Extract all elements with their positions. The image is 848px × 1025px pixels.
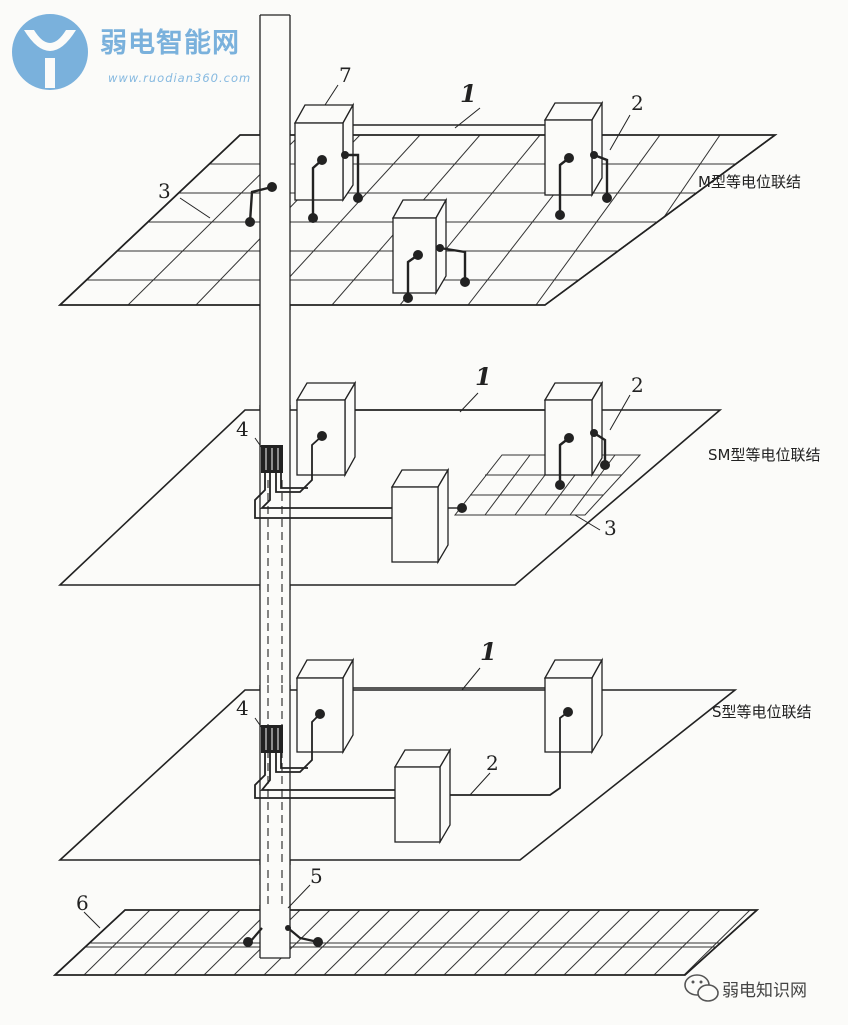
logo-url: www.ruodian360.com [108, 71, 251, 85]
cabinet [543, 657, 604, 755]
floor-m-title: M型等电位联结 [698, 173, 801, 191]
callout-2: 2 [631, 91, 644, 115]
site-logo: 弱电智能网 www.ruodian360.com [12, 14, 251, 90]
callout-1: 1 [475, 362, 492, 391]
cabinet [295, 380, 357, 478]
callout-2: 2 [631, 373, 644, 397]
cabinet [393, 747, 452, 845]
callout-1: 1 [460, 79, 477, 108]
callouts-ground [83, 884, 311, 929]
floor-s-title: S型等电位联结 [712, 703, 812, 721]
callout-6: 6 [76, 891, 89, 915]
callouts-s [254, 667, 491, 796]
callouts-m [179, 84, 631, 219]
callout-3: 3 [604, 516, 617, 540]
grounding-grid [52, 909, 760, 976]
cabinet [390, 467, 450, 565]
signal-line-sm [355, 409, 545, 509]
bonding-terminal-box [261, 445, 283, 473]
floor-sm-plane [57, 409, 723, 586]
callout-2: 2 [486, 751, 499, 775]
bonding-terminals-sm [317, 429, 610, 513]
callouts-sm [254, 392, 631, 531]
floor-sm-title: SM型等电位联结 [708, 446, 820, 464]
callout-1: 1 [480, 637, 497, 666]
ground-terminals [243, 925, 323, 947]
bonding-terminals-m [245, 151, 612, 303]
logo-name: 弱电智能网 [100, 27, 240, 59]
callout-3: 3 [158, 179, 171, 203]
bonding-conductors-s [254, 711, 569, 799]
bonding-terminals-s [315, 707, 573, 719]
callout-7: 7 [339, 63, 352, 87]
watermark: 弱电知识网 [684, 974, 807, 1002]
callout-5: 5 [310, 864, 323, 888]
bonding-conductors-sm [254, 435, 392, 519]
logo-mark-icon [12, 14, 88, 90]
watermark-text: 弱电知识网 [722, 981, 807, 1001]
callout-4: 4 [236, 417, 249, 441]
wechat-icon [684, 974, 719, 1002]
cabinet [543, 380, 604, 478]
callout-4: 4 [236, 696, 249, 720]
bonding-terminal-box [261, 725, 283, 753]
cabinet [543, 100, 604, 198]
cabinet [295, 657, 355, 755]
